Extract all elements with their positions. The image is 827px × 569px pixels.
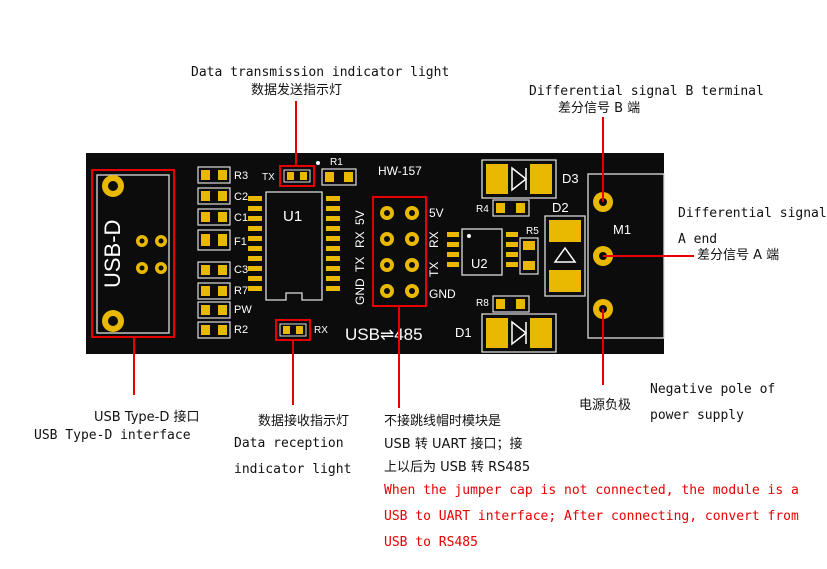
label-d3: D3 [562, 171, 579, 186]
rx-label-cn: 数据接收指示灯 [258, 414, 350, 429]
label-pw: PW [234, 304, 252, 316]
usb-label-en: USB Type-D interface [34, 428, 191, 443]
label-c2: C2 [234, 191, 248, 203]
label-rx-led: RX [314, 325, 328, 336]
diff-b-label-en: Differential signal B terminal [529, 84, 764, 99]
usb-connector-label: USB-D [100, 220, 125, 288]
label-tx-led: TX [262, 172, 275, 183]
neg-label-cn: 电源负极 [579, 398, 632, 413]
neg-label-en1: Negative pole of [650, 382, 776, 397]
label-r7: R7 [234, 285, 248, 297]
label-d2: D2 [552, 200, 569, 215]
usb-label-cn: USB Type-D 接口 [94, 410, 200, 425]
jumper-label-cn1: 不接跳线帽时模块是 [384, 414, 502, 429]
jumper-label-en3: USB to RS485 [384, 535, 478, 550]
u2-chip-outline [461, 228, 503, 276]
usb-connector-silk [96, 174, 170, 334]
jumper-label-en1: When the jumper cap is not connected, th… [384, 483, 799, 498]
right-pin-gnd: GND [429, 287, 456, 301]
rx-label-en1: Data reception [234, 436, 344, 451]
label-r3: R3 [234, 170, 248, 182]
left-pin-5v: 5V [353, 210, 367, 225]
label-r1: R1 [330, 157, 343, 168]
diff-a-label-en2: A end [678, 232, 718, 247]
right-pin-rx: RX [427, 231, 441, 248]
label-u1: U1 [283, 208, 302, 225]
jumper-label-en2: USB to UART interface; After connecting,… [384, 509, 799, 524]
label-r8: R8 [476, 298, 489, 309]
label-f1: F1 [234, 236, 247, 248]
jumper-label-cn3: 上以后为 USB 转 RS485 [384, 460, 531, 475]
label-r4: R4 [476, 204, 489, 215]
left-pin-rx: RX [353, 231, 367, 248]
jumper-label-cn2: USB 转 UART 接口；接 [384, 437, 523, 452]
usb485-label: USB⇌485 [345, 325, 423, 344]
label-c1: C1 [234, 212, 248, 224]
label-r2: R2 [234, 324, 248, 336]
diff-a-label-en: Differential signal [678, 206, 827, 221]
right-pin-5v: 5V [429, 206, 444, 220]
diff-a-label-cn: 差分信号 A 端 [697, 248, 780, 263]
label-m1: M1 [613, 222, 631, 237]
label-u2: U2 [471, 256, 488, 271]
u1-chip-outline [265, 191, 323, 301]
left-pin-tx: TX [353, 257, 367, 272]
pcb-board [86, 153, 664, 354]
label-d1: D1 [455, 325, 472, 340]
diff-b-label-cn: 差分信号 B 端 [558, 101, 641, 116]
label-c3: C3 [234, 264, 248, 276]
neg-label-en2: power supply [650, 408, 744, 423]
right-pin-tx: TX [427, 262, 441, 277]
left-pin-gnd: GND [353, 278, 367, 305]
data-tx-label-en: Data transmission indicator light [191, 65, 450, 80]
data-tx-label-cn: 数据发送指示灯 [251, 83, 343, 98]
rx-label-en2: indicator light [234, 462, 352, 477]
label-r5: R5 [526, 226, 539, 237]
board-model: HW-157 [378, 164, 422, 178]
